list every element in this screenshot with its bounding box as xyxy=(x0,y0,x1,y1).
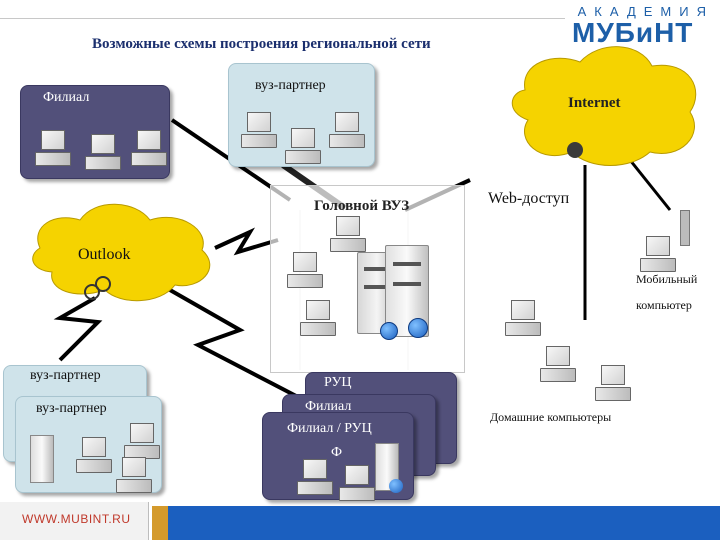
link-outlook-vuzpartner xyxy=(53,296,103,362)
vuz-partner-front-box: вуз-партнер xyxy=(15,396,162,493)
head-vuz-label: Головной ВУЗ xyxy=(314,198,410,214)
home-computers-label: Домашние компьютеры xyxy=(490,410,612,424)
filial-rc-box: Филиал / РУЦ Ф xyxy=(262,412,414,501)
pc-icon xyxy=(329,112,365,152)
header-rule xyxy=(0,18,565,19)
filial-top-label: Филиал xyxy=(43,90,90,105)
mobile-computer-label-line1: Мобильный xyxy=(636,272,698,286)
pc-icon xyxy=(285,128,321,168)
link-outlook-rc xyxy=(169,288,301,400)
footer-site-link[interactable]: WWW.MUBINT.RU xyxy=(22,512,131,526)
pc-icon xyxy=(595,365,631,405)
pc-icon xyxy=(131,130,167,170)
filial-mid-label: Филиал xyxy=(305,399,352,414)
globe-icon xyxy=(380,322,398,340)
footer-logo-area xyxy=(0,502,148,540)
pc-icon xyxy=(339,465,375,505)
mobile-computer-label-line2: компьютер xyxy=(636,298,692,312)
page-title: Возможные схемы построения региональной … xyxy=(92,36,431,52)
vuz-partner-front-label: вуз-партнер xyxy=(36,401,107,416)
filial-top-box: Филиал xyxy=(20,85,170,179)
pc-icon xyxy=(85,134,121,174)
filial-rc-label: Филиал / РУЦ xyxy=(287,421,372,436)
outlook-link-icon-b xyxy=(95,276,111,292)
internet-cloud xyxy=(511,46,697,166)
globe-icon xyxy=(389,479,403,493)
web-access-label: Web-доступ xyxy=(488,190,570,207)
pc-icon xyxy=(300,300,336,340)
pc-icon xyxy=(640,236,676,276)
internet-globe-icon xyxy=(567,142,583,158)
logo-main-text: МУБиНТ xyxy=(572,17,694,48)
pc-icon xyxy=(76,437,112,477)
vuz-partner-back-label: вуз-партнер xyxy=(30,368,101,383)
footer-accent-bar xyxy=(152,506,168,540)
pc-icon xyxy=(505,300,541,340)
vuz-partner-top-label: вуз-партнер xyxy=(255,78,326,93)
filial-f-letter: Ф xyxy=(331,445,343,460)
rc-back-label: РУЦ xyxy=(324,375,352,390)
outlook-cloud xyxy=(32,203,211,302)
internet-label: Internet xyxy=(568,95,621,111)
footer-separator xyxy=(148,502,149,540)
pc-icon xyxy=(241,112,277,152)
link-outlook-head xyxy=(214,227,279,256)
vuz-partner-top-box: вуз-партнер xyxy=(228,63,375,167)
pc-icon xyxy=(297,459,333,499)
pc-icon xyxy=(540,346,576,386)
logo-top-text: АКАДЕМИЯ xyxy=(577,4,714,19)
outlook-link-icon xyxy=(84,284,100,300)
server-icon xyxy=(30,435,54,483)
globe-icon xyxy=(408,318,428,338)
pc-icon xyxy=(330,216,366,256)
academy-logo: АКАДЕМИЯ МУБиНТ xyxy=(572,4,716,48)
footer-blue-bar xyxy=(168,506,720,540)
server-icon xyxy=(375,443,399,491)
wifi-antenna-icon xyxy=(680,210,690,246)
outlook-label: Outlook xyxy=(78,246,131,263)
pc-icon xyxy=(35,130,71,170)
pc-icon xyxy=(287,252,323,292)
pc-icon xyxy=(116,457,152,497)
